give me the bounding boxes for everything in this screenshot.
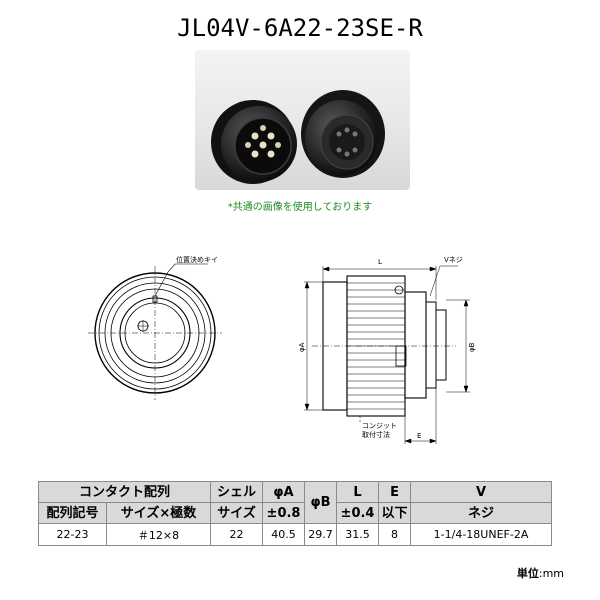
photo-note: *共通の画像を使用しております <box>227 202 373 213</box>
hdr-shell-size: サイズ <box>210 502 264 524</box>
cell-shell-size: 22 <box>210 523 264 546</box>
hdr-layout-code: 配列記号 <box>38 502 107 524</box>
conduit-label-2: 取付寸法 <box>362 430 390 439</box>
cell-V: 1-1/4-18UNEF-2A <box>410 523 553 546</box>
product-title: JL04V-6A22-23SE-R <box>177 14 423 42</box>
product-photo <box>195 50 410 190</box>
dim-V: Vネジ <box>444 256 463 264</box>
dim-phiA: φA <box>298 342 306 352</box>
hdr-L-tol: ±0.4 <box>336 502 380 524</box>
spec-table: コンタクト配列 シェル φA φB L E V 配列記号 サイズ×極数 サイズ … <box>37 481 553 546</box>
hdr-shell: シェル <box>210 481 264 503</box>
table-header-row: コンタクト配列 シェル φA φB L E V <box>37 481 553 524</box>
table-row: 22-23 ＃12×8 22 40.5 29.7 31.5 8 1-1/4-18… <box>38 523 553 546</box>
technical-drawing: 位置決めキイ <box>88 255 476 444</box>
dim-E: E <box>417 432 421 440</box>
hdr-phiB: φB <box>304 481 338 524</box>
hdr-size-poles: サイズ×極数 <box>105 502 212 524</box>
key-label: 位置決めキイ <box>176 255 218 264</box>
cell-size-poles: ＃12×8 <box>105 523 212 546</box>
connector-photo-image <box>211 90 385 184</box>
unit-value: :mm <box>538 567 564 580</box>
cell-phiA: 40.5 <box>262 523 306 546</box>
dim-L: L <box>378 258 382 266</box>
cell-E: 8 <box>378 523 412 546</box>
front-view <box>88 263 222 400</box>
cell-L: 31.5 <box>336 523 380 546</box>
hdr-phiA-tol: ±0.8 <box>262 502 306 524</box>
hdr-phiA: φA <box>262 481 306 503</box>
hdr-contact: コンタクト配列 <box>37 481 212 503</box>
unit-label: 単位 <box>516 567 539 580</box>
unit-note: 単位:mm <box>517 565 564 581</box>
side-view <box>312 275 456 417</box>
conduit-label-1: コンジット <box>362 422 397 430</box>
dim-phiB: φB <box>468 342 476 352</box>
hdr-V-thread: ネジ <box>410 502 553 524</box>
hdr-E-max: 以下 <box>378 502 412 524</box>
hdr-L: L <box>336 481 380 503</box>
hdr-E: E <box>378 481 412 503</box>
cell-phiB: 29.7 <box>304 523 338 546</box>
cell-layout-code: 22-23 <box>38 523 107 546</box>
table-subheader-row: 配列記号 サイズ×極数 サイズ ±0.8 ±0.4 以下 ネジ <box>38 502 553 524</box>
hdr-V: V <box>410 481 553 503</box>
